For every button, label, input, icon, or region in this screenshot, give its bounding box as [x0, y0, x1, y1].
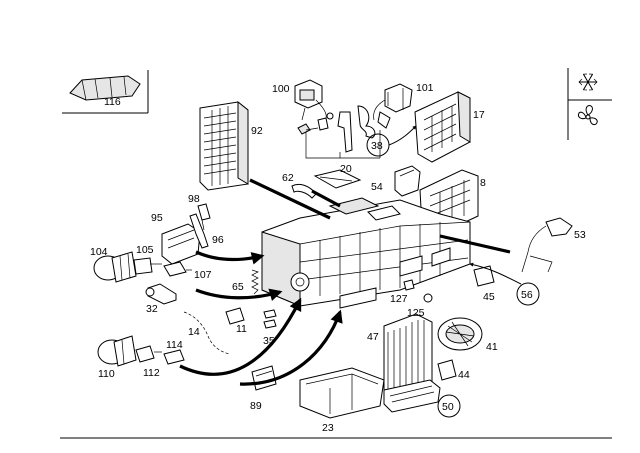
part-114: 114: [163, 339, 185, 365]
label-112: 112: [143, 367, 160, 379]
label-98: 98: [188, 193, 200, 205]
label-125: 125: [407, 307, 425, 319]
label-92: 92: [251, 125, 263, 137]
callout-56: 56: [469, 262, 540, 306]
part-101: 101: [373, 82, 434, 121]
callout-38: 38: [366, 125, 417, 157]
part-14: 14: [183, 311, 231, 355]
label-100: 100: [272, 83, 290, 95]
part-17: 17: [414, 91, 485, 163]
part-110: 110: [97, 335, 137, 380]
label-41: 41: [486, 341, 498, 353]
part-96: 96: [189, 213, 224, 249]
main-hvac-housing: [261, 197, 471, 309]
part-127: 127: [390, 279, 415, 305]
label-127: 127: [390, 293, 408, 305]
part-92: 92: [199, 100, 263, 191]
label-54: 54: [371, 181, 383, 193]
part-89: 89: [250, 365, 277, 412]
label-20: 20: [340, 163, 352, 175]
part-23: 23: [299, 367, 385, 434]
part-62: 62: [282, 172, 317, 199]
part-20: 20: [313, 163, 362, 189]
label-96: 96: [212, 234, 224, 246]
label-116: 116: [104, 96, 121, 108]
label-14: 14: [188, 326, 200, 338]
part-105: 105: [133, 244, 162, 275]
part-44: 44: [437, 359, 470, 381]
label-101: 101: [416, 82, 434, 94]
snowflake-icon: [578, 73, 598, 91]
label-47: 47: [367, 331, 379, 343]
label-65: 65: [232, 281, 244, 293]
label-56: 56: [521, 289, 533, 301]
part-98: 98: [188, 193, 211, 231]
label-105: 105: [136, 244, 154, 256]
part-47: 47: [367, 313, 433, 399]
part-50: 50: [383, 379, 461, 418]
part-35: 35: [263, 309, 277, 347]
part-11: 11: [225, 307, 247, 335]
leader-lines: [249, 178, 511, 254]
label-50: 50: [442, 401, 454, 413]
label-44: 44: [458, 369, 470, 381]
part-53: 53: [521, 217, 586, 273]
label-32: 32: [146, 303, 158, 315]
part-100: 100: [272, 79, 327, 125]
part-104: 104: [90, 246, 137, 283]
label-89: 89: [250, 400, 262, 412]
label-23: 23: [322, 422, 334, 434]
part-45: 45: [473, 265, 495, 303]
fan-icon: [578, 105, 598, 126]
part-107: 107: [163, 261, 212, 281]
part-112: 112: [135, 345, 162, 379]
part-65: 65: [232, 269, 259, 295]
linkage-parts: [297, 105, 391, 159]
label-107: 107: [194, 269, 212, 281]
label-104: 104: [90, 246, 108, 258]
label-38: 38: [371, 140, 383, 152]
label-110: 110: [98, 368, 115, 380]
label-53: 53: [574, 229, 586, 241]
label-95: 95: [151, 212, 163, 224]
assembly-arrows: [179, 250, 343, 386]
part-125: 125: [407, 293, 433, 319]
label-114: 114: [166, 339, 183, 351]
label-62: 62: [282, 172, 294, 184]
label-8: 8: [480, 177, 486, 189]
part-32: 32: [145, 283, 177, 315]
part-54: 54: [371, 165, 421, 197]
label-35: 35: [263, 335, 275, 347]
part-41: 41: [437, 317, 498, 353]
inset-frame-part-116: 116: [62, 70, 149, 114]
label-11: 11: [236, 323, 247, 335]
label-45: 45: [483, 291, 495, 303]
legend-frame: [567, 68, 612, 140]
label-17: 17: [473, 109, 485, 121]
